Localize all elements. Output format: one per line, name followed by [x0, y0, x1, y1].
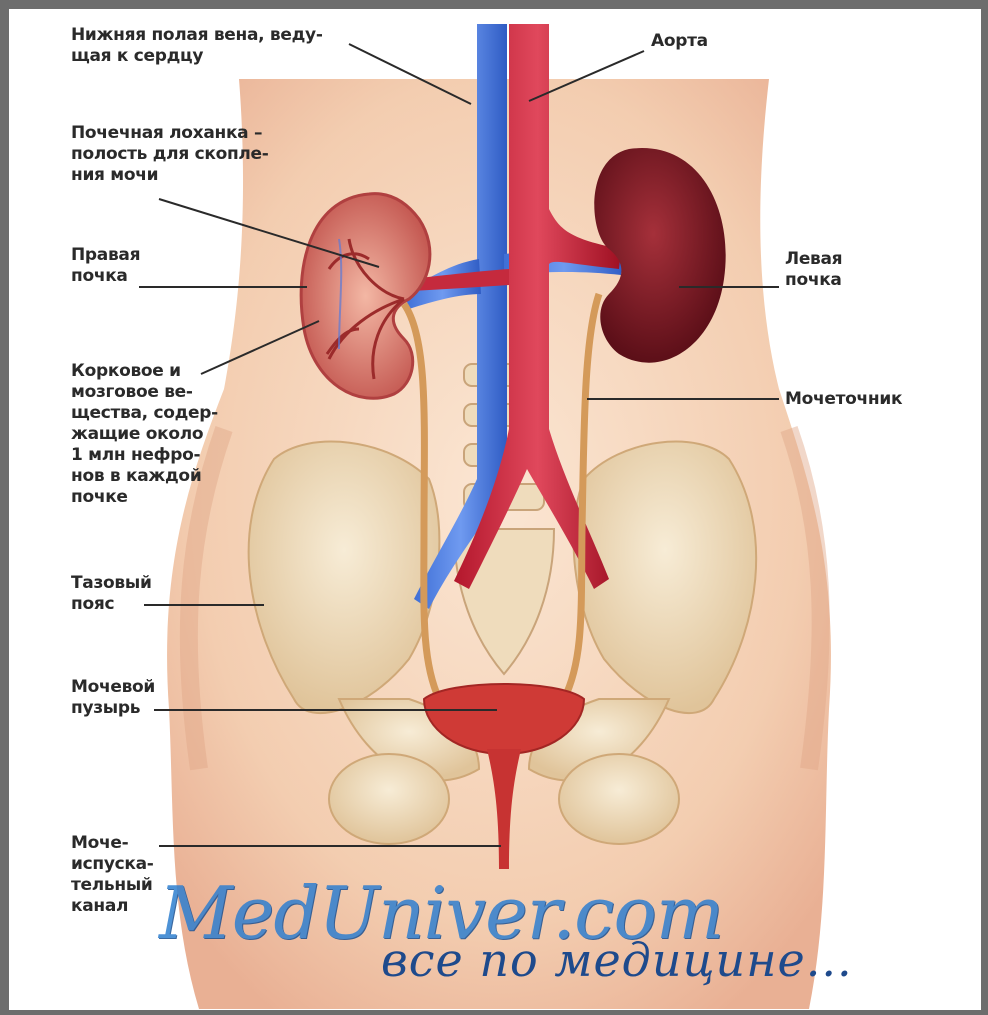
label-ureter: Мочеточник [785, 389, 902, 410]
right-kidney [301, 194, 430, 399]
label-renal-pelvis: Почечная лоханка –полость для скопле-ния… [71, 123, 269, 186]
watermark-tagline: все по медицине... [381, 933, 853, 987]
label-inferior-vena-cava: Нижняя полая вена, веду-щая к сердцу [71, 25, 323, 67]
label-aorta: Аорта [651, 31, 708, 52]
